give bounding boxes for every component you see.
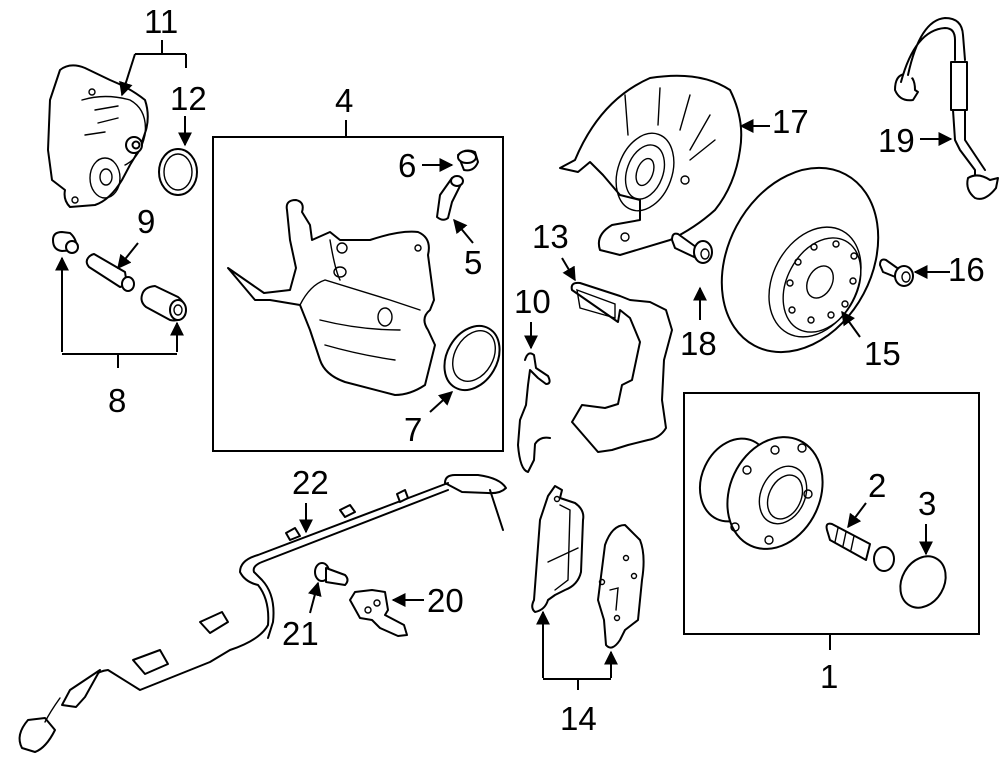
anti-rattle-spring-drawing[interactable] <box>517 352 551 473</box>
o-ring-drawing[interactable] <box>158 148 198 196</box>
hub-cap-drawing[interactable] <box>891 548 954 616</box>
callout-1: 1 <box>820 658 838 695</box>
callout-12: 12 <box>170 80 207 117</box>
brake-rotor-drawing[interactable] <box>691 141 909 380</box>
bracket-bolt-drawing[interactable] <box>314 562 349 586</box>
piston-seal-drawing[interactable] <box>433 316 510 400</box>
callout-21: 21 <box>282 615 319 652</box>
sensor-bracket-drawing[interactable] <box>349 589 408 637</box>
parking-brake-motor-drawing[interactable] <box>47 64 149 208</box>
callout-13: 13 <box>532 218 569 255</box>
caliper-drawing[interactable] <box>227 199 436 396</box>
callout-2: 2 <box>868 467 886 504</box>
hub-bearing-drawing[interactable] <box>687 421 840 564</box>
callout-16: 16 <box>948 251 985 288</box>
bleeder-cap-drawing[interactable] <box>457 149 479 172</box>
callout-5: 5 <box>464 244 482 281</box>
brake-pad-outer-drawing[interactable] <box>597 524 645 649</box>
callout-7: 7 <box>404 411 422 448</box>
callout-8: 8 <box>108 382 126 419</box>
callout-10: 10 <box>514 283 551 320</box>
callout-18: 18 <box>680 325 717 362</box>
callout-4: 4 <box>335 82 353 119</box>
brake-hose-drawing[interactable] <box>894 17 999 200</box>
splash-shield-drawing[interactable] <box>559 74 743 256</box>
callout-11-leader <box>135 40 187 68</box>
callout-6: 6 <box>398 147 416 184</box>
guide-pin-boot-small[interactable] <box>52 231 79 254</box>
caliper-support-drawing[interactable] <box>570 281 673 453</box>
rotor-screw-drawing[interactable] <box>879 258 914 287</box>
abs-sensor-harness-drawing[interactable] <box>18 474 507 753</box>
guide-pin-drawing[interactable] <box>85 253 135 292</box>
shield-bolt-drawing[interactable] <box>671 232 713 264</box>
hub-bolt-drawing[interactable] <box>825 522 895 572</box>
guide-pin-boot-large[interactable] <box>140 285 187 322</box>
callout-20: 20 <box>427 582 464 619</box>
rotor-bolt-holes <box>786 240 858 324</box>
callout-15: 15 <box>864 335 901 372</box>
callout-3: 3 <box>918 485 936 522</box>
callout-19: 19 <box>878 122 915 159</box>
bleeder-screw-drawing[interactable] <box>436 175 464 221</box>
callout-11: 11 <box>144 3 178 40</box>
brake-pad-inner-drawing[interactable] <box>531 485 585 613</box>
callout-14: 14 <box>560 700 597 737</box>
callout-17: 17 <box>772 103 809 140</box>
callout-22: 22 <box>292 464 329 501</box>
callout-9: 9 <box>137 203 155 240</box>
